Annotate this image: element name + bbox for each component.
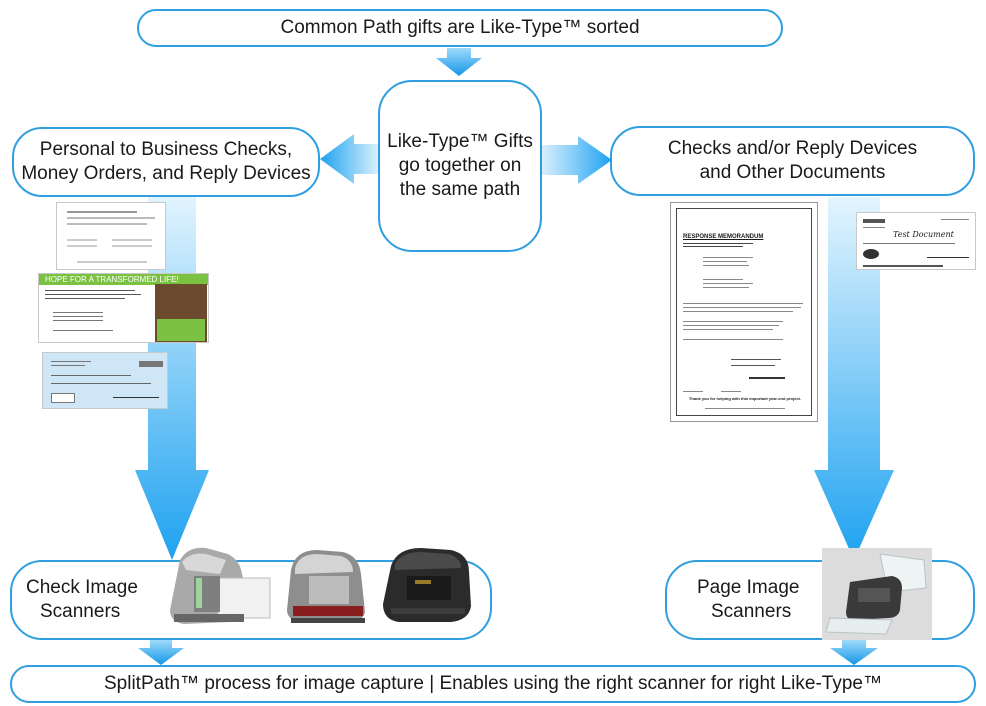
check-scanners-line-2: Scanners [40, 601, 121, 622]
check-memo: Test Document [893, 230, 954, 239]
check-scanner-1-icon [170, 547, 271, 624]
banner-strip: HOPE FOR A TRANSFORMED LIFE! [39, 274, 208, 285]
personal-check-thumbnail [42, 352, 168, 409]
bottom-process-text: SplitPath™ process for image capture | E… [104, 673, 882, 694]
left-line-2: Money Orders, and Reply Devices [21, 163, 311, 184]
center-line-3: the same path [399, 179, 521, 200]
arrow-right-down [814, 197, 894, 560]
page-scanners-line-1: Page Image [697, 577, 800, 598]
response-memorandum-thumbnail: RESPONSE MEMORANDUM Thank you for helpin… [670, 202, 818, 422]
arrow-center-to-left [320, 134, 382, 184]
arrow-center-to-right [538, 136, 612, 184]
memo-thanks: Thank you for helping with this importan… [688, 396, 801, 401]
page-scanner-icon [822, 548, 932, 640]
bottom-process-box: SplitPath™ process for image capture | E… [10, 665, 976, 703]
arrow-top-to-center [436, 48, 482, 76]
right-category-box: Checks and/or Reply Devices and Other Do… [610, 126, 975, 196]
arrow-page-to-bottom [830, 640, 878, 665]
memo-title: RESPONSE MEMORANDUM [683, 234, 764, 240]
check-scanners-line-1: Check Image [26, 577, 138, 598]
center-line-1: Like-Type™ Gifts [387, 131, 533, 152]
page-scanners-line-2: Scanners [711, 601, 792, 622]
left-category-box: Personal to Business Checks, Money Order… [12, 127, 320, 197]
center-line-2: go together on [398, 155, 522, 176]
arrow-check-to-bottom [138, 640, 184, 665]
center-gifts-box: Like-Type™ Gifts go together on the same… [378, 80, 542, 252]
left-line-1: Personal to Business Checks, [39, 139, 293, 160]
reply-device-thumbnail [56, 202, 166, 270]
business-check-thumbnail: Test Document [856, 212, 976, 270]
money-order-thumbnail: HOPE FOR A TRANSFORMED LIFE! [38, 273, 209, 343]
check-scanner-2-icon [287, 550, 365, 623]
right-line-1: Checks and/or Reply Devices [667, 138, 918, 159]
top-process-text: Common Path gifts are Like-Type™ sorted [280, 17, 640, 38]
top-process-box: Common Path gifts are Like-Type™ sorted [137, 9, 783, 47]
right-line-2: and Other Documents [699, 162, 886, 183]
check-scanner-3-icon [383, 548, 471, 622]
